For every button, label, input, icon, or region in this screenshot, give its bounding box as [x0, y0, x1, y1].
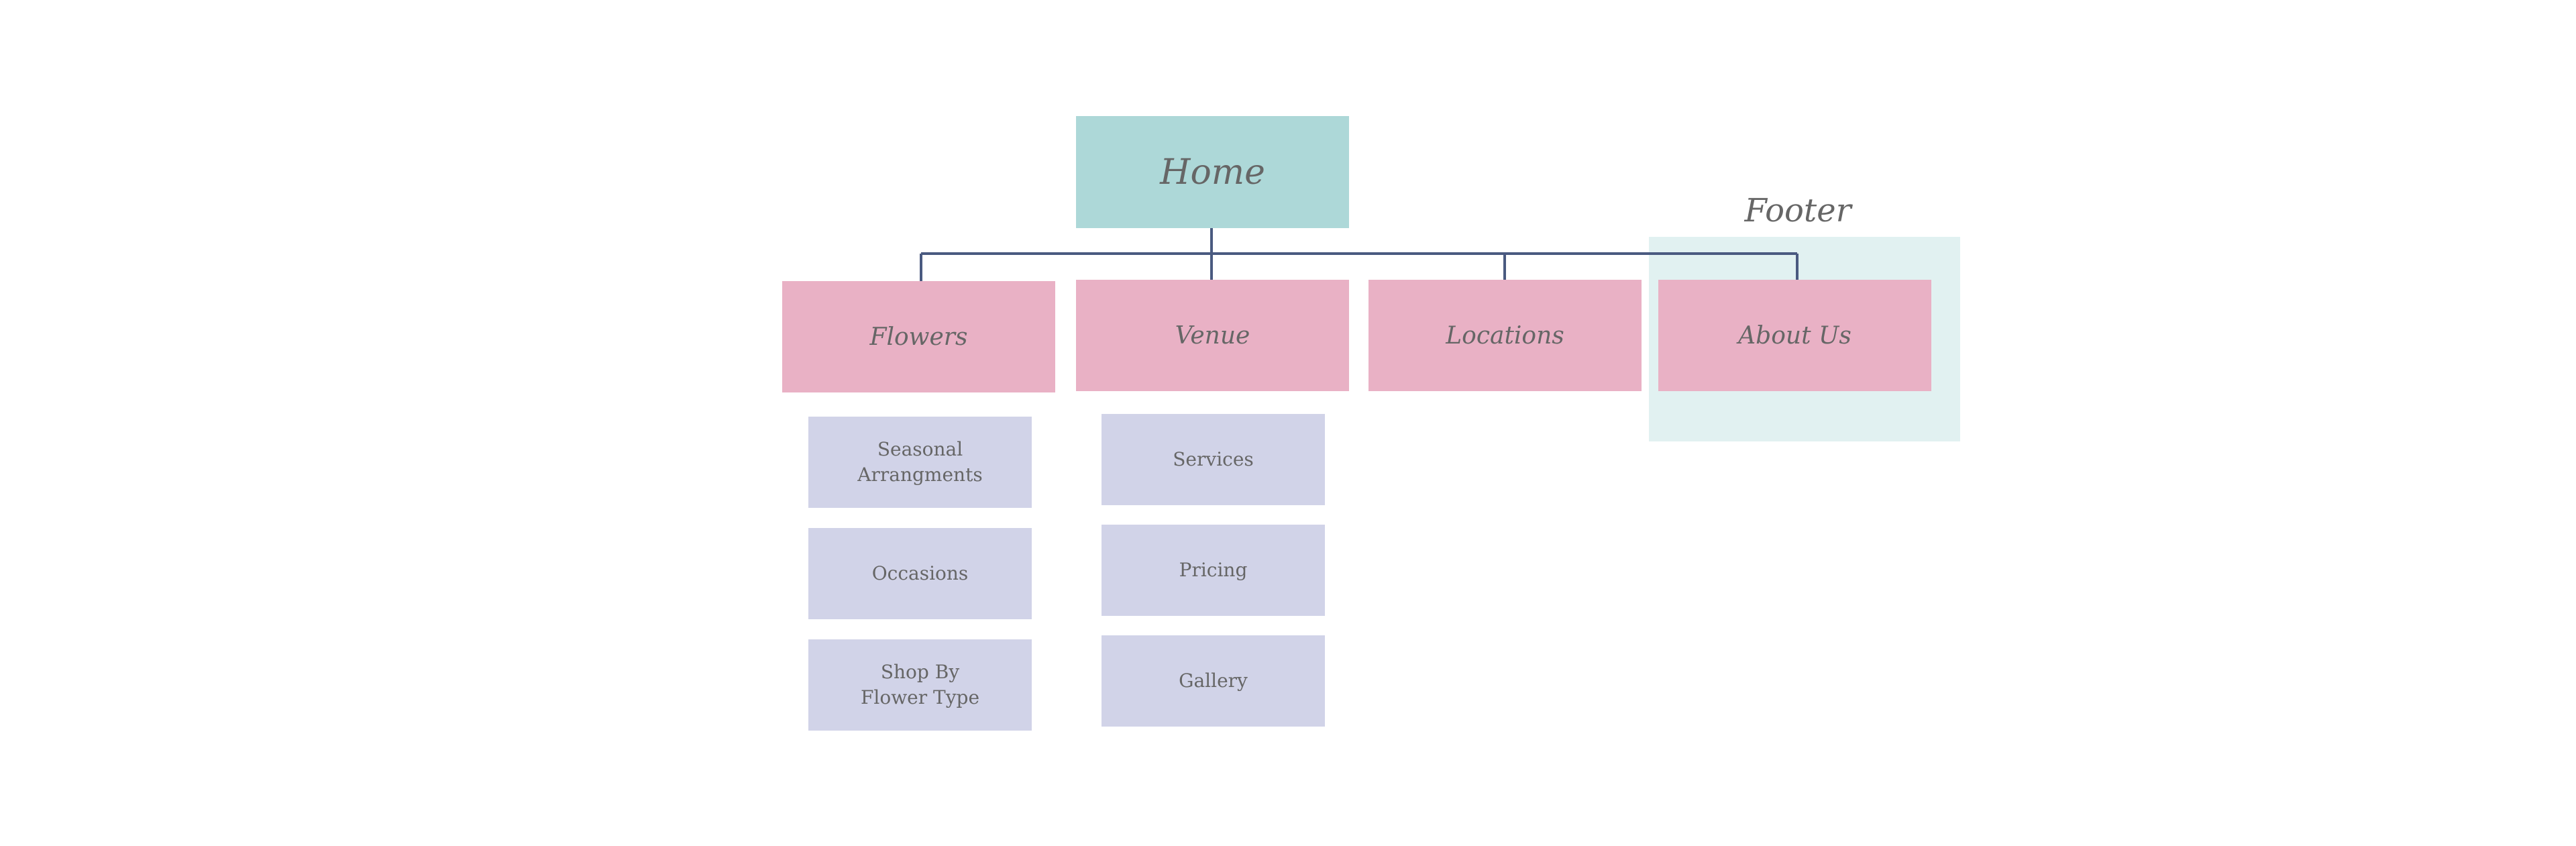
node-flowers: Flowers — [782, 281, 1055, 392]
node-home: Home — [1076, 116, 1349, 228]
node-venue: Venue — [1076, 280, 1349, 391]
node-locations: Locations — [1368, 280, 1642, 391]
page-services: Services — [1102, 414, 1325, 505]
node-about-us: About Us — [1658, 280, 1931, 391]
page-gallery: Gallery — [1102, 635, 1325, 727]
page-occasions: Occasions — [808, 528, 1032, 619]
page-pricing: Pricing — [1102, 525, 1325, 616]
footer-label: Footer — [1744, 192, 1851, 229]
page-seasonal-arrangments: Seasonal Arrangments — [808, 417, 1032, 508]
page-shop-by-flower-type: Shop By Flower Type — [808, 639, 1032, 731]
